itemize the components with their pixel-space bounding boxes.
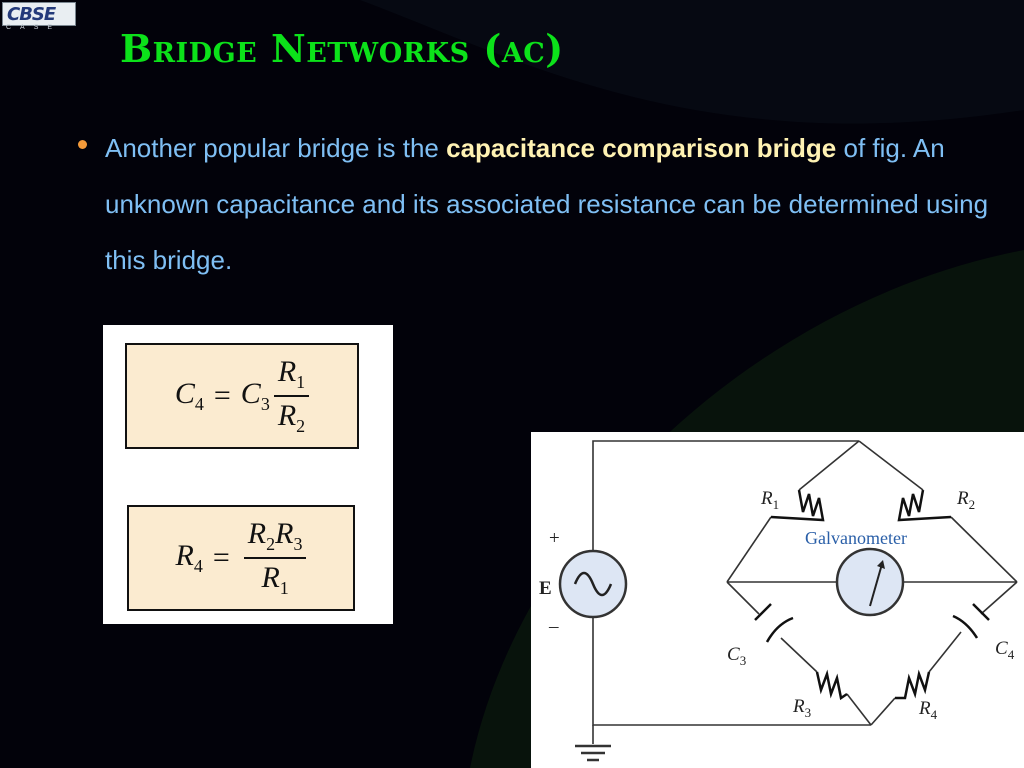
ac-source-icon: [558, 549, 628, 619]
circuit-diagram: + E – Galvanometer R1 R2 C3 C4 R3 R4: [531, 432, 1024, 768]
capacitor-c4-plate-a: [972, 603, 990, 621]
f2-numerator: R2R3: [243, 517, 307, 559]
capacitor-c3-plate-a: [754, 603, 772, 621]
f1-rhs: C3: [240, 377, 270, 414]
f1-numerator: R1: [273, 355, 310, 397]
f1-lhs: C4: [174, 377, 204, 414]
resistor-r2: [897, 489, 952, 522]
resistor-r4: [895, 669, 931, 700]
capacitor-c3-plate-b: [765, 616, 794, 643]
bullet-text: Another popular bridge is the capacitanc…: [105, 120, 1005, 288]
f2-fraction: R2R3 R1: [243, 517, 307, 599]
logo-box: CBSE: [2, 2, 76, 26]
wire-top: [592, 440, 859, 552]
resistor-r3: [815, 669, 848, 701]
capacitor-c4-plate-b: [952, 614, 979, 639]
c4-label: C4: [995, 638, 1015, 662]
f2-lhs: R4: [175, 539, 203, 576]
c3-label: C3: [727, 644, 746, 668]
r2-label: R2: [956, 488, 975, 512]
galvanometer-icon: [835, 547, 905, 617]
f2-denominator: R1: [261, 561, 289, 598]
wire-bottom: [592, 617, 871, 726]
galvanometer-label: Galvanometer: [805, 528, 907, 548]
f1-denominator: R2: [277, 399, 306, 436]
bullet-dot: [78, 140, 87, 149]
formula-r4: R4 = R2R3 R1: [127, 505, 355, 611]
bullet-highlight: capacitance comparison bridge: [446, 133, 837, 163]
f1-fraction: R1 R2: [273, 355, 310, 437]
slide-title: Bridge Networks (ac): [120, 26, 564, 71]
logo: CBSE CASE: [0, 0, 78, 33]
r3-label: R3: [792, 696, 811, 720]
logo-text: CBSE: [7, 4, 56, 25]
formula-c4: C4 = C3 R1 R2: [125, 343, 359, 449]
logo-subtext: CASE: [6, 24, 62, 31]
r1-label: R1: [760, 488, 779, 512]
minus-label: –: [548, 616, 559, 637]
resistor-r1: [770, 489, 825, 522]
f2-equals: =: [212, 541, 230, 574]
bullet-text-after: of fig. An unknown capacitance and its a…: [105, 133, 989, 275]
circuit-svg: + E – Galvanometer R1 R2 C3 C4 R3 R4: [539, 440, 1018, 762]
bullet-text-before: Another popular bridge is the: [105, 133, 447, 163]
r4-label: R4: [918, 698, 938, 722]
formula-panel: C4 = C3 R1 R2 R4 = R2R3 R1: [103, 325, 393, 624]
f1-equals: =: [213, 379, 231, 412]
plus-label: +: [549, 528, 560, 549]
source-label: E: [539, 578, 552, 599]
